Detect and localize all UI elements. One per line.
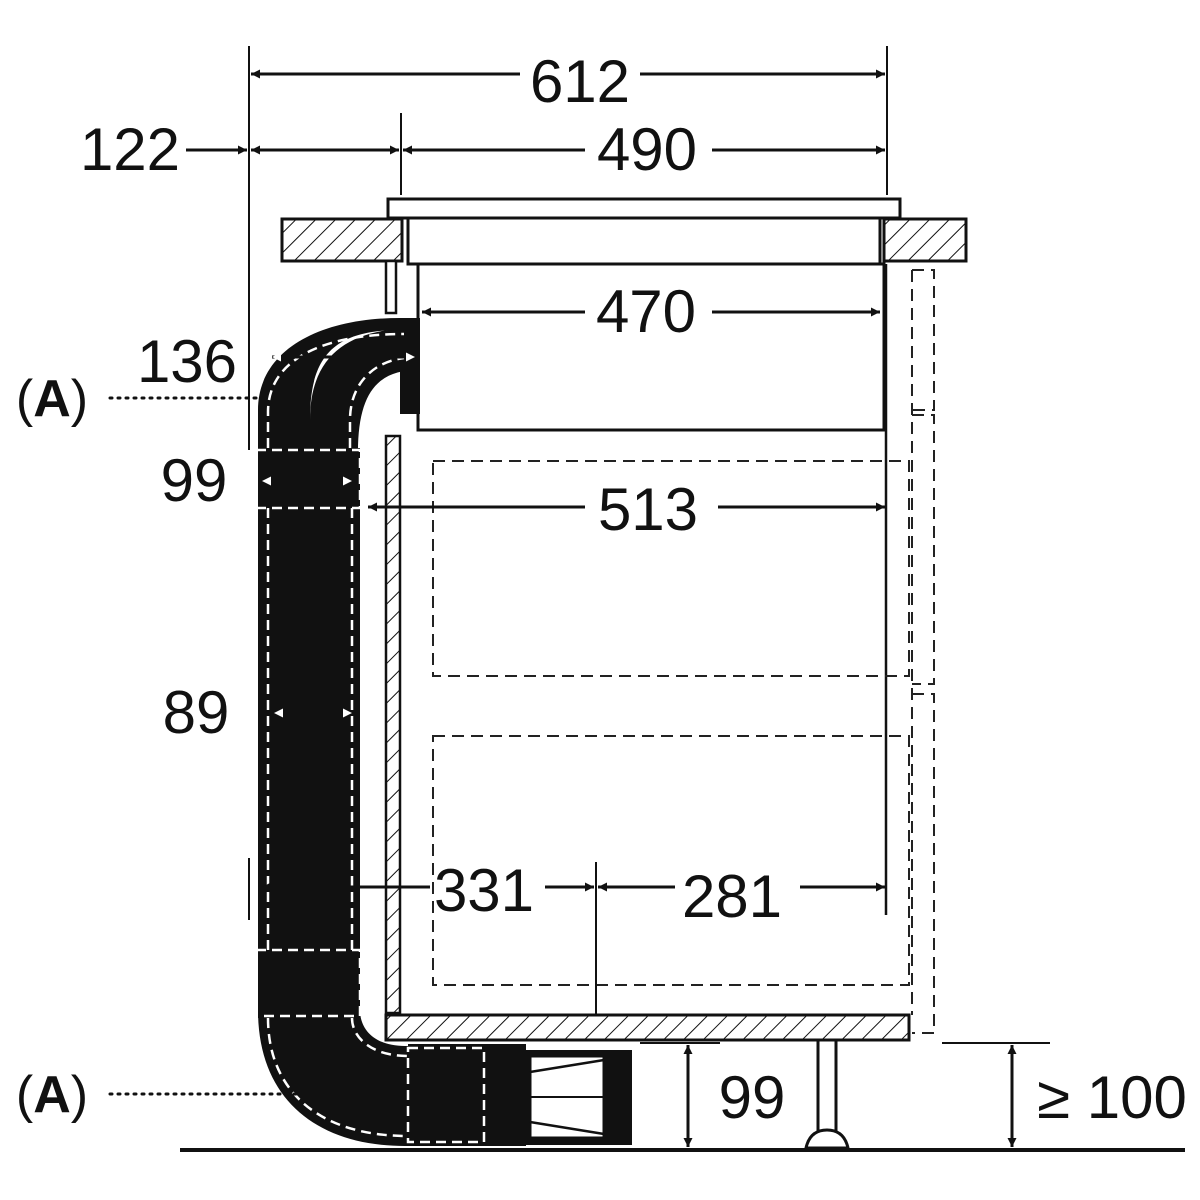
dim-duct-width: 89	[163, 679, 230, 746]
cabinet-base	[384, 1013, 911, 1042]
callout-a-upper: (A)	[16, 370, 88, 428]
dim-hob-width: 490	[597, 116, 697, 183]
dim-duct-depth: 136	[137, 328, 237, 395]
dim-unit-width: 470	[596, 278, 696, 345]
worktop	[280, 217, 968, 263]
dim-plinth-height: 99	[719, 1064, 786, 1131]
dim-min-clearance: ≥ 100	[1037, 1064, 1187, 1131]
dim-duct-size-upper: 99	[161, 447, 228, 514]
dim-front-offset: 281	[682, 863, 782, 930]
dim-cabinet-depth: 513	[598, 476, 698, 543]
cabinet-panel	[384, 259, 888, 1015]
hob-unit	[386, 197, 902, 432]
dimension-lines	[186, 69, 1017, 1147]
adjustable-foot	[804, 1038, 850, 1150]
extension-lines	[248, 46, 1050, 1044]
callout-a-lower: (A)	[16, 1066, 88, 1124]
drawers	[432, 269, 935, 1034]
dim-total-width: 612	[530, 48, 630, 115]
air-duct	[254, 318, 632, 1146]
dim-left-offset: 122	[80, 116, 180, 183]
dim-rear-offset: 331	[434, 857, 534, 924]
